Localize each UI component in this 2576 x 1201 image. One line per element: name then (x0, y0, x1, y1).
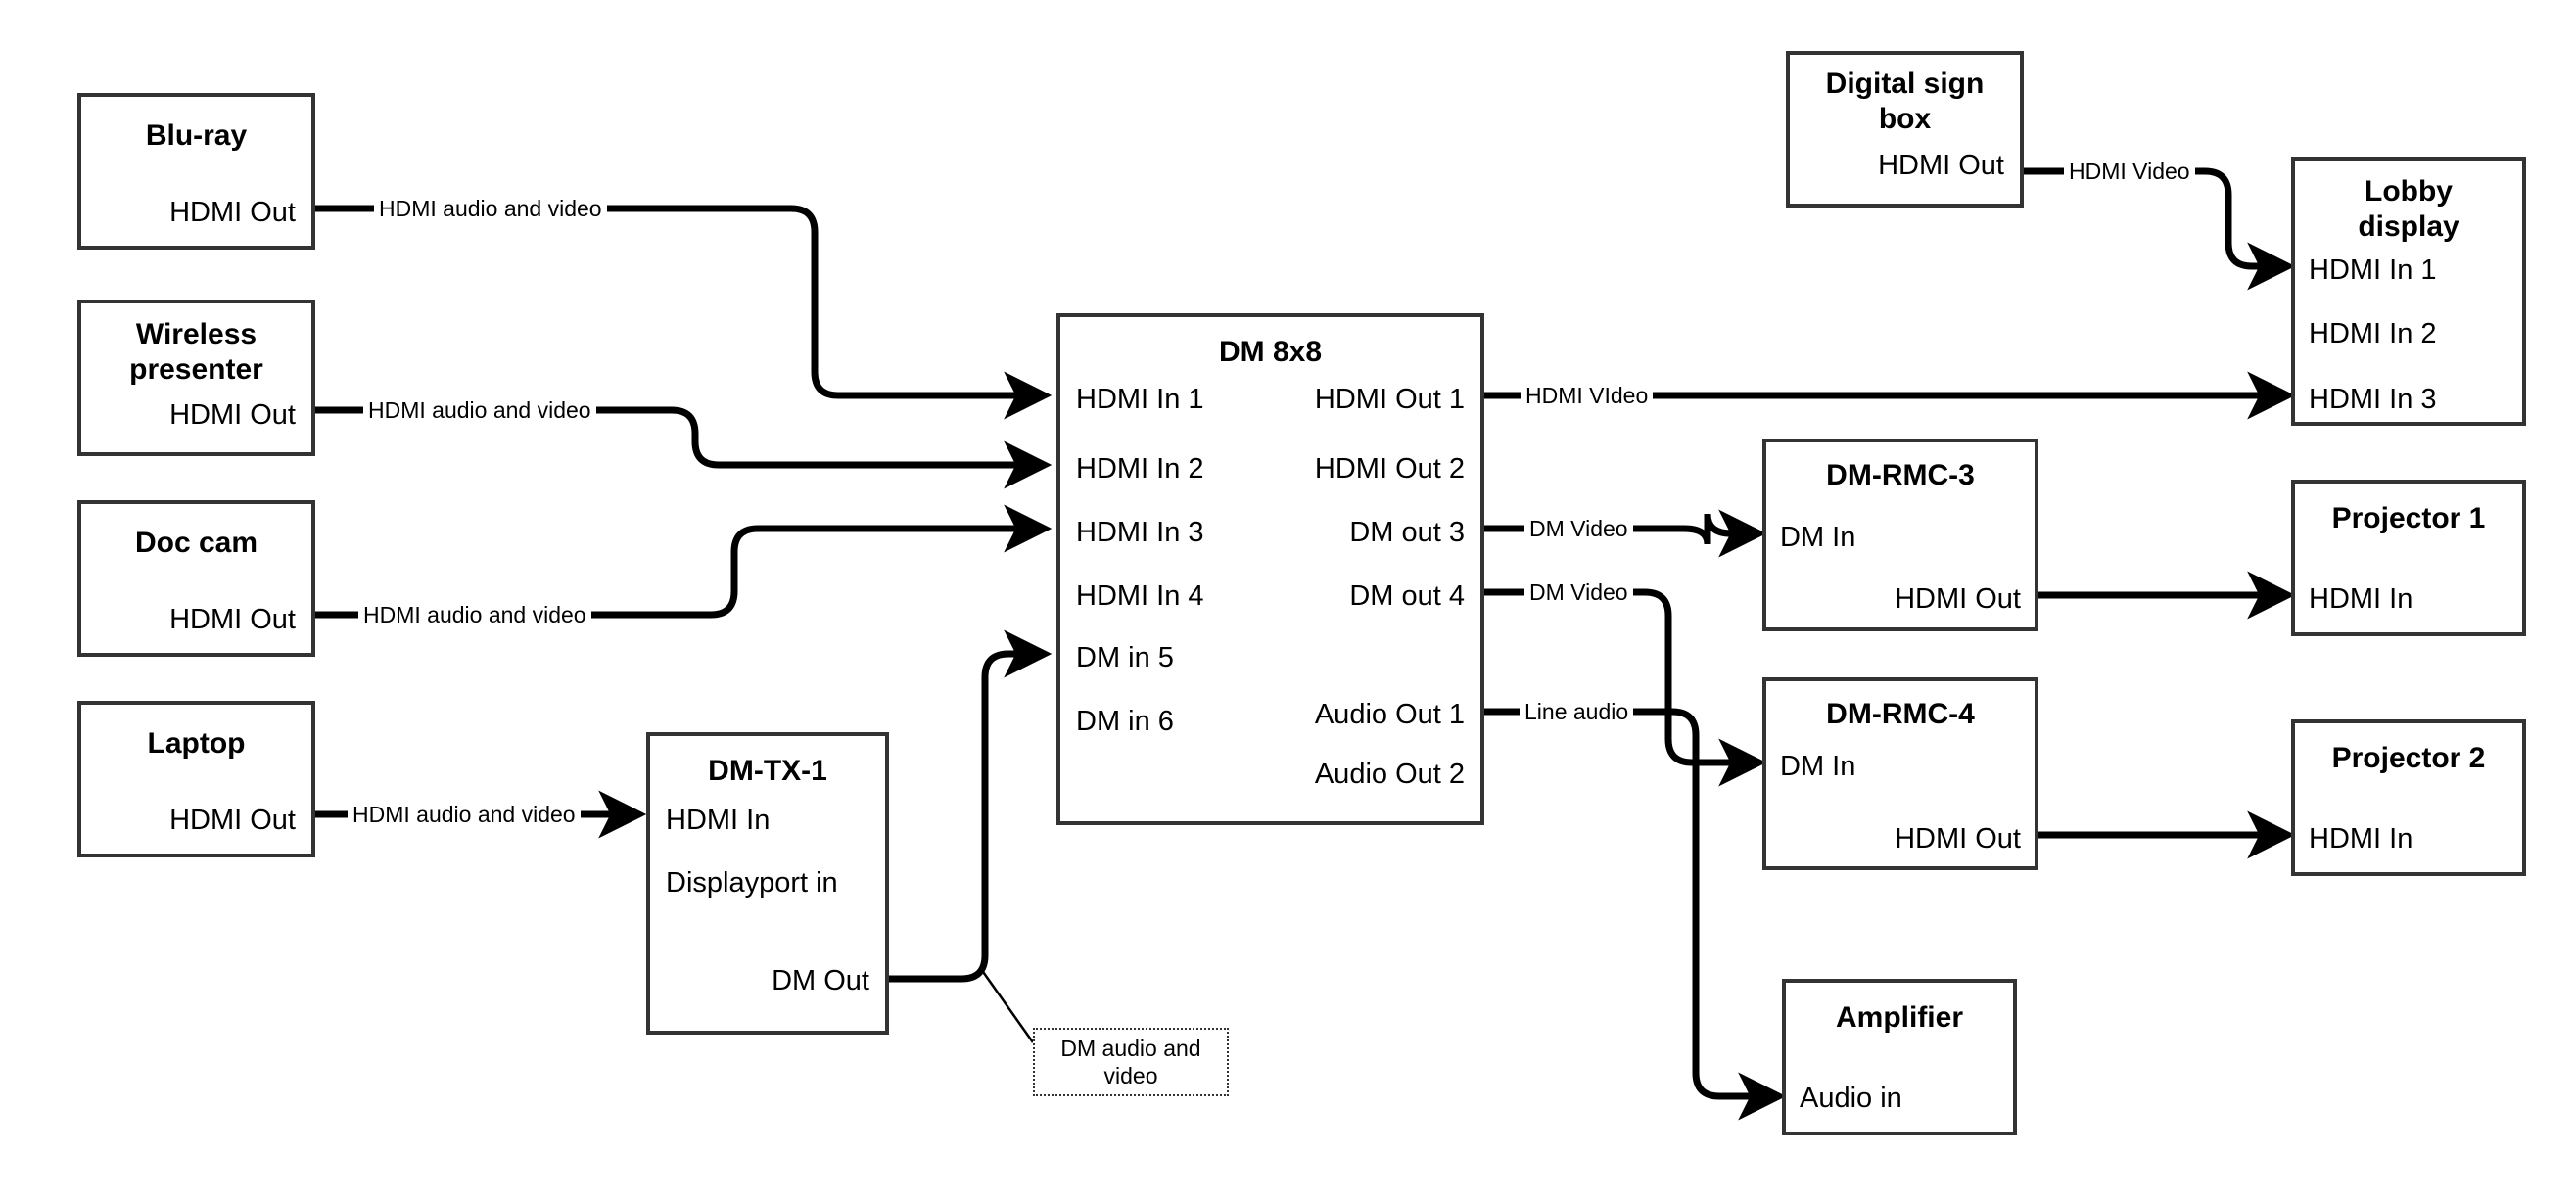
dm-tx-1-port-dm-out: DM Out (772, 965, 869, 996)
node-amplifier[interactable]: Amplifier Audio in (1782, 979, 2017, 1135)
dm-8x8-port-dm-out-3: DM out 3 (1349, 517, 1465, 548)
node-lobby-display[interactable]: Lobby display HDMI In 1 HDMI In 2 HDMI I… (2291, 157, 2526, 426)
node-dm-rmc-4[interactable]: DM-RMC-4 DM In HDMI Out (1762, 677, 2038, 870)
wire-bluray-to-dm-in1 (311, 205, 1053, 420)
dm-tx-1-port-hdmi-in: HDMI In (666, 805, 771, 836)
node-wireless-presenter[interactable]: Wireless presenter HDMI Out (77, 300, 315, 456)
lobby-display-port-hdmi-in-2: HDMI In 2 (2309, 318, 2437, 349)
wire-label-sign-to-lobby: HDMI Video (2064, 159, 2195, 184)
wire-dm-audio-to-amp (1480, 708, 1787, 1121)
wireless-presenter-title-line2: presenter (129, 353, 263, 386)
wire-sign-to-lobby-in1 (2020, 167, 2296, 291)
dm-rmc-3-port-hdmi-out: HDMI Out (1895, 583, 2021, 615)
lobby-display-title-line1: Lobby (2365, 175, 2453, 208)
dm-rmc-4-title: DM-RMC-4 (1826, 698, 1975, 730)
bluray-title: Blu-ray (145, 119, 248, 152)
dm-tx-1-port-displayport-in: Displayport in (666, 867, 838, 899)
node-digital-sign-box[interactable]: Digital sign box HDMI Out (1786, 51, 2024, 208)
dm-8x8-port-hdmi-in-1: HDMI In 1 (1076, 384, 1204, 415)
node-dm-tx-1[interactable]: DM-TX-1 HDMI In Displayport in DM Out (646, 732, 889, 1035)
bluray-port-hdmi-out: HDMI Out (169, 197, 296, 228)
projector-1-title: Projector 1 (2331, 502, 2486, 534)
dm-rmc-3-port-dm-in: DM In (1780, 522, 1856, 553)
projector-1-port-hdmi-in: HDMI In (2309, 583, 2413, 615)
wire-dm-out4-to-rmc4 (1480, 588, 1767, 787)
doc-cam-title: Doc cam (134, 527, 258, 559)
amplifier-port-audio-in: Audio in (1800, 1083, 1902, 1114)
dm-rmc-4-port-dm-in: DM In (1780, 751, 1856, 782)
amplifier-title: Amplifier (1835, 1001, 1964, 1034)
dm-8x8-port-hdmi-out-2: HDMI Out 2 (1314, 453, 1465, 485)
wire-label-laptop-to-tx: HDMI audio and video (348, 802, 581, 827)
wire-label-wireless-to-dm: HDMI audio and video (363, 397, 596, 423)
dm-8x8-title: DM 8x8 (1218, 336, 1323, 368)
digital-sign-box-title-line2: box (1878, 103, 1932, 135)
dm-8x8-port-hdmi-in-2: HDMI In 2 (1076, 453, 1204, 485)
wire-label-bluray-to-dm: HDMI audio and video (374, 196, 607, 221)
wire-label-dm-out1-to-lobby: HDMI VIdeo (1521, 383, 1654, 408)
node-projector-1[interactable]: Projector 1 HDMI In (2291, 480, 2526, 636)
wire-tx-to-dm-in5 (885, 629, 1053, 983)
node-laptop[interactable]: Laptop HDMI Out (77, 701, 315, 857)
wireless-presenter-port-hdmi-out: HDMI Out (169, 399, 296, 431)
callout-leader-line (979, 968, 1035, 1043)
doc-cam-port-hdmi-out: HDMI Out (169, 604, 296, 635)
lobby-display-port-hdmi-in-3: HDMI In 3 (2309, 384, 2437, 415)
wire-label-dm-out4-to-rmc4: DM Video (1524, 579, 1633, 605)
digital-sign-box-title-line1: Digital sign (1825, 68, 1985, 100)
node-dm-8x8[interactable]: DM 8x8 HDMI In 1 HDMI In 2 HDMI In 3 HDM… (1056, 313, 1484, 825)
wire-label-dm-audio-to-amp: Line audio (1520, 699, 1634, 724)
wire-label-doccam-to-dm: HDMI audio and video (358, 602, 591, 627)
lobby-display-title-line2: display (2358, 210, 2459, 243)
wire-label-dm-out3-to-rmc3: DM Video (1524, 516, 1633, 541)
callout-dm-audio-and-video: DM audio and video (1033, 1028, 1229, 1096)
dm-8x8-port-hdmi-in-3: HDMI In 3 (1076, 517, 1204, 548)
dm-8x8-port-audio-out-1: Audio Out 1 (1314, 699, 1465, 730)
dm-tx-1-title: DM-TX-1 (708, 755, 827, 787)
dm-rmc-4-port-hdmi-out: HDMI Out (1895, 823, 2021, 855)
node-bluray[interactable]: Blu-ray HDMI Out (77, 93, 315, 250)
projector-2-port-hdmi-in: HDMI In (2309, 823, 2413, 855)
node-doc-cam[interactable]: Doc cam HDMI Out (77, 500, 315, 657)
dm-8x8-port-dm-in-6: DM in 6 (1076, 706, 1174, 737)
wireless-presenter-title-line1: Wireless (135, 318, 258, 350)
dm-8x8-port-dm-out-4: DM out 4 (1349, 580, 1465, 612)
laptop-port-hdmi-out: HDMI Out (169, 805, 296, 836)
dm-8x8-port-dm-in-5: DM in 5 (1076, 642, 1174, 673)
dm-rmc-3-title: DM-RMC-3 (1826, 459, 1975, 491)
dm-8x8-port-hdmi-in-4: HDMI In 4 (1076, 580, 1204, 612)
projector-2-title: Projector 2 (2331, 742, 2486, 774)
dm-8x8-port-hdmi-out-1: HDMI Out 1 (1314, 384, 1465, 415)
digital-sign-box-port-hdmi-out: HDMI Out (1878, 150, 2004, 181)
dm-8x8-port-audio-out-2: Audio Out 2 (1314, 759, 1465, 790)
lobby-display-port-hdmi-in-1: HDMI In 1 (2309, 254, 2437, 286)
laptop-title: Laptop (147, 727, 246, 760)
node-dm-rmc-3[interactable]: DM-RMC-3 DM In HDMI Out (1762, 439, 2038, 631)
node-projector-2[interactable]: Projector 2 HDMI In (2291, 719, 2526, 876)
